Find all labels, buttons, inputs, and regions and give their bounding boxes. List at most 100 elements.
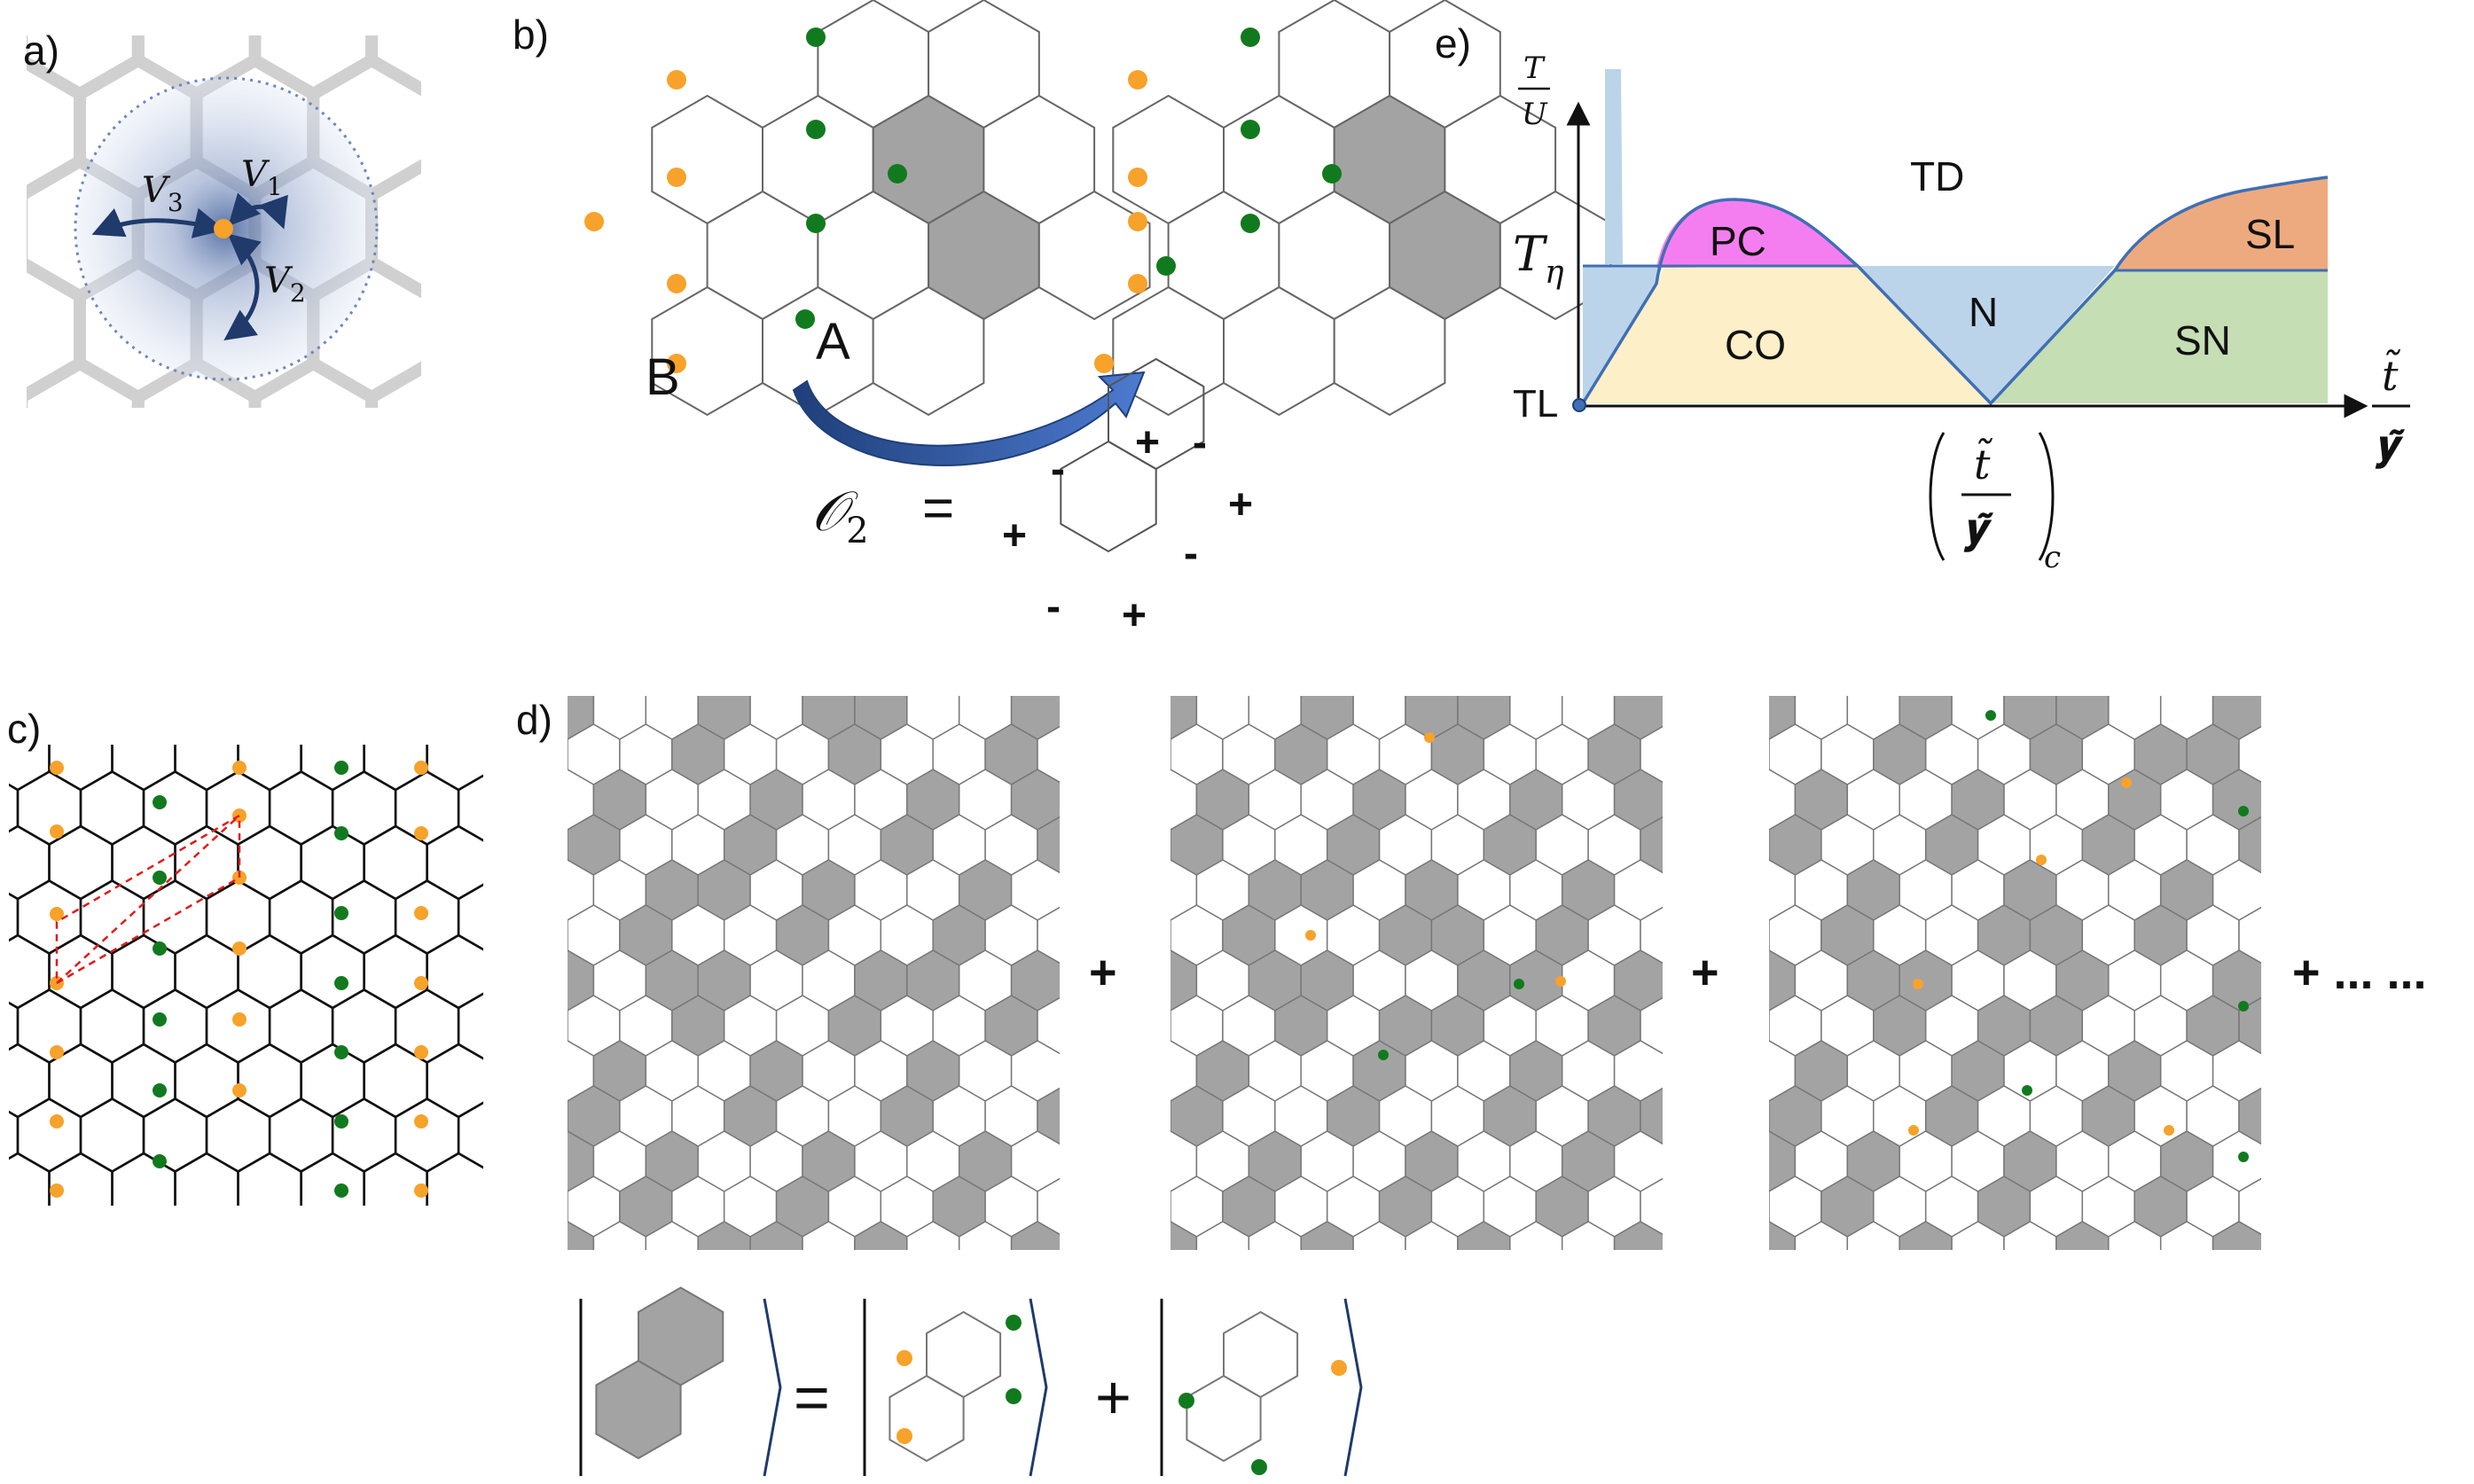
hexagon (1693, 815, 1745, 875)
filled-hexagon (2238, 996, 2261, 1055)
hexagon (1090, 634, 1142, 694)
lattice-hexagon (300, 933, 365, 1010)
filled-hexagon (1769, 738, 1770, 770)
green-site (1006, 1388, 1022, 1404)
lattice-hexagon (111, 1043, 176, 1119)
filled-hexagon (1092, 860, 1145, 920)
crit-num: t̃ (1974, 438, 1993, 488)
lattice-hexagon (395, 663, 458, 736)
lattice-hexagon (333, 663, 395, 736)
lattice-hexagon (300, 824, 365, 901)
green-site (1322, 164, 1342, 184)
ket-angle (763, 1298, 782, 1477)
lattice-hexagon (79, 770, 145, 846)
lattice-hexagon (457, 774, 483, 842)
hexagon (1090, 996, 1142, 1056)
v1-arrow (228, 192, 288, 230)
lattice-hexagon (174, 824, 239, 901)
orange-site (232, 941, 247, 956)
hexagon (2238, 906, 2261, 965)
hexagon (1691, 769, 1743, 830)
region-co (1583, 254, 1991, 403)
unit-cell-diagonal (56, 815, 240, 984)
filled-hexagon (1667, 1041, 1719, 1101)
hexagon (2291, 634, 2344, 694)
hexagon (2344, 1086, 2396, 1146)
green-site (806, 120, 826, 139)
filled-hexagon (2238, 816, 2261, 874)
region-n-label: N (1969, 289, 1998, 335)
lattice-hexagon (395, 1317, 458, 1390)
lattice-hexagon (395, 1208, 458, 1281)
hexagon (489, 1041, 542, 1101)
filled-hexagon (1327, 634, 1380, 694)
region-pc (1656, 199, 1858, 268)
lattice-hexagon (9, 1110, 20, 1160)
region-sl-label: SL (2245, 211, 2295, 257)
orange-site (232, 1083, 247, 1097)
orange-site (414, 761, 428, 775)
filled-hexagon (2239, 634, 2291, 694)
hexagon (1037, 725, 1060, 784)
lattice-hexagon (18, 1317, 81, 1390)
filled-hexagon (1090, 1176, 1142, 1237)
lattice-hexagon (394, 1097, 460, 1173)
green-site (2238, 806, 2249, 816)
lattice-hexagon (333, 1317, 395, 1390)
lattice-hexagon (333, 1208, 395, 1281)
panel-e: T U Tη TL t̃ 𝐲̃ TD PC CO N SL SN t̃ 𝐲̃ c (1513, 51, 2410, 575)
hexagon (1978, 634, 2031, 694)
hexagon (828, 634, 881, 694)
orange-site (232, 761, 247, 775)
hexagon (1116, 769, 1168, 830)
filled-hexagon (2212, 1221, 2261, 1250)
lattice-hexagon (427, 1262, 490, 1335)
orange-site (50, 824, 64, 839)
hexagon (1691, 1222, 1743, 1282)
lattice-hexagon (9, 1043, 51, 1119)
lattice-hexagon (81, 1208, 144, 1281)
hexagon (1064, 860, 1116, 920)
hexagon (2344, 634, 2396, 694)
hexagon (1717, 634, 1769, 694)
filled-hexagon (1718, 1131, 1771, 1191)
filled-hexagon (2187, 634, 2239, 694)
orange-site (50, 907, 64, 921)
hexagon (515, 634, 568, 694)
hexagon (1116, 1222, 1168, 1282)
phase-boundary (1581, 176, 2329, 406)
hexagon (2291, 996, 2344, 1056)
region-sn-label: SN (2174, 317, 2231, 363)
hexagon (1090, 1086, 1142, 1146)
panel-b-lattices (584, 0, 1612, 417)
lattice-hexagon (237, 745, 302, 792)
lattice-hexagon (331, 1097, 397, 1173)
green-site (2238, 1001, 2249, 1011)
hexagon (2238, 1177, 2261, 1236)
filled-hexagon (1116, 860, 1168, 920)
lattice-hexagon (205, 770, 271, 846)
filled-hexagon (1037, 816, 1060, 874)
hexagon (1769, 919, 1770, 951)
panel-label-b: b) (513, 12, 549, 58)
hexagon (1170, 1191, 1171, 1222)
region-sl (2115, 177, 2328, 270)
lattice-hexagon (490, 826, 553, 899)
filled-hexagon (1116, 1041, 1168, 1101)
operator-symbol: 𝒪2 (811, 479, 869, 551)
orange-site (2164, 1125, 2174, 1136)
green-site (334, 1045, 348, 1059)
lattice-hexagon (174, 933, 239, 1010)
orange-site (1094, 354, 1114, 373)
filled-hexagon (1613, 1221, 1663, 1250)
green-site (334, 826, 348, 840)
t-eta-line (1583, 264, 2328, 272)
tl-label: TL (1513, 382, 1558, 426)
orange-site (414, 906, 428, 920)
hexagon (1667, 679, 1719, 739)
lattice-hexagon (48, 933, 114, 1010)
lattice-hexagon (9, 892, 20, 942)
filled-hexagon (1667, 1131, 1719, 1191)
hexagon (1718, 769, 1771, 830)
lattice-hexagon (80, 465, 197, 599)
